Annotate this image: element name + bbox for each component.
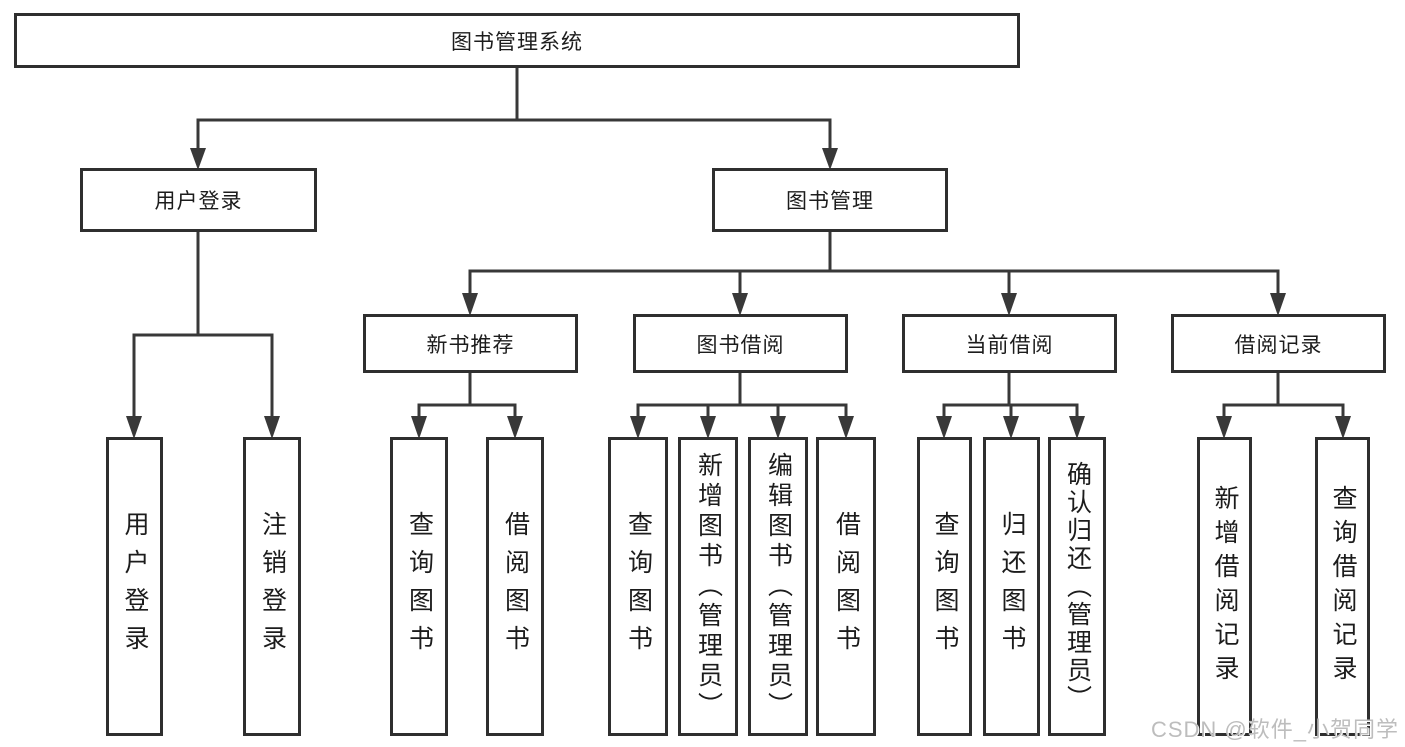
connector-book-borrow-children xyxy=(630,370,854,439)
arrowhead xyxy=(838,416,854,439)
leaf-bb-query-book: 查询图书 xyxy=(608,437,668,736)
leaf-bb-edit-book-label: 编辑图书（管理员） xyxy=(764,451,793,722)
leaf-bb-query-book-label: 查询图书 xyxy=(624,510,653,663)
leaf-br-query-record-label: 查询借阅记录 xyxy=(1329,484,1357,689)
node-root: 图书管理系统 xyxy=(14,13,1020,68)
node-current-borrow-label: 当前借阅 xyxy=(965,333,1054,357)
arrowhead xyxy=(630,416,646,439)
node-current-borrow: 当前借阅 xyxy=(902,314,1117,373)
leaf-nr-query-book: 查询图书 xyxy=(390,437,448,736)
leaf-bb-borrow-book: 借阅图书 xyxy=(816,437,876,736)
leaf-br-add-record: 新增借阅记录 xyxy=(1197,437,1252,736)
node-book-borrow-label: 图书借阅 xyxy=(696,333,785,357)
leaf-cb-return-book-label: 归还图书 xyxy=(998,510,1026,663)
arrowhead xyxy=(1216,416,1232,439)
arrowhead xyxy=(822,148,838,170)
arrowhead xyxy=(190,148,206,170)
leaf-cb-confirm-return: 确认归还（管理员） xyxy=(1048,437,1106,736)
arrowhead xyxy=(1270,293,1286,316)
connector-new-recommend-children xyxy=(411,370,523,439)
leaf-nr-query-book-label: 查询图书 xyxy=(405,510,434,663)
leaf-bb-borrow-book-label: 借阅图书 xyxy=(832,510,861,663)
node-book-mgmt: 图书管理 xyxy=(712,168,948,232)
leaf-nr-borrow-book-label: 借阅图书 xyxy=(501,510,530,663)
leaf-bb-add-book: 新增图书（管理员） xyxy=(678,437,738,736)
node-borrow-record-label: 借阅记录 xyxy=(1234,333,1323,357)
connector-current-borrow-children xyxy=(936,370,1085,439)
arrowhead xyxy=(1001,293,1017,316)
arrowhead xyxy=(411,416,427,439)
arrowhead xyxy=(700,416,716,439)
arrowhead xyxy=(126,416,142,439)
node-user-login-label: 用户登录 xyxy=(154,190,243,213)
connector-user-login-children xyxy=(126,229,280,439)
node-new-recommend: 新书推荐 xyxy=(363,314,578,373)
leaf-logout-label: 注销登录 xyxy=(258,510,287,663)
node-book-mgmt-label: 图书管理 xyxy=(786,190,874,213)
leaf-bb-edit-book: 编辑图书（管理员） xyxy=(748,437,808,736)
arrowhead xyxy=(770,416,786,439)
arrowhead xyxy=(732,293,748,316)
leaf-cb-return-book: 归还图书 xyxy=(983,437,1040,736)
leaf-br-query-record: 查询借阅记录 xyxy=(1315,437,1370,736)
leaf-cb-query-book: 查询图书 xyxy=(917,437,972,736)
node-new-recommend-label: 新书推荐 xyxy=(426,333,515,357)
node-borrow-record: 借阅记录 xyxy=(1171,314,1386,373)
leaf-cb-query-book-label: 查询图书 xyxy=(931,510,959,663)
leaf-bb-add-book-label: 新增图书（管理员） xyxy=(694,451,723,722)
node-user-login: 用户登录 xyxy=(80,168,317,232)
arrowhead xyxy=(462,293,478,316)
leaf-user-login-label: 用户登录 xyxy=(121,510,149,663)
leaf-br-add-record-label: 新增借阅记录 xyxy=(1211,484,1239,689)
arrowhead xyxy=(936,416,952,439)
leaf-cb-confirm-return-label: 确认归还（管理员） xyxy=(1063,460,1092,713)
leaf-user-login: 用户登录 xyxy=(106,437,163,736)
arrowhead xyxy=(1003,416,1019,439)
arrowhead xyxy=(1069,416,1085,439)
arrowhead xyxy=(507,416,523,439)
arrowhead xyxy=(264,416,280,439)
leaf-nr-borrow-book: 借阅图书 xyxy=(486,437,544,736)
connector-root-to-level2 xyxy=(190,64,838,170)
leaf-logout: 注销登录 xyxy=(243,437,301,736)
arrowhead xyxy=(1335,416,1351,439)
connector-borrow-record-children xyxy=(1216,370,1351,439)
node-root-label: 图书管理系统 xyxy=(451,30,583,54)
connector-book-mgmt-to-level3 xyxy=(462,229,1286,316)
node-book-borrow: 图书借阅 xyxy=(633,314,848,373)
